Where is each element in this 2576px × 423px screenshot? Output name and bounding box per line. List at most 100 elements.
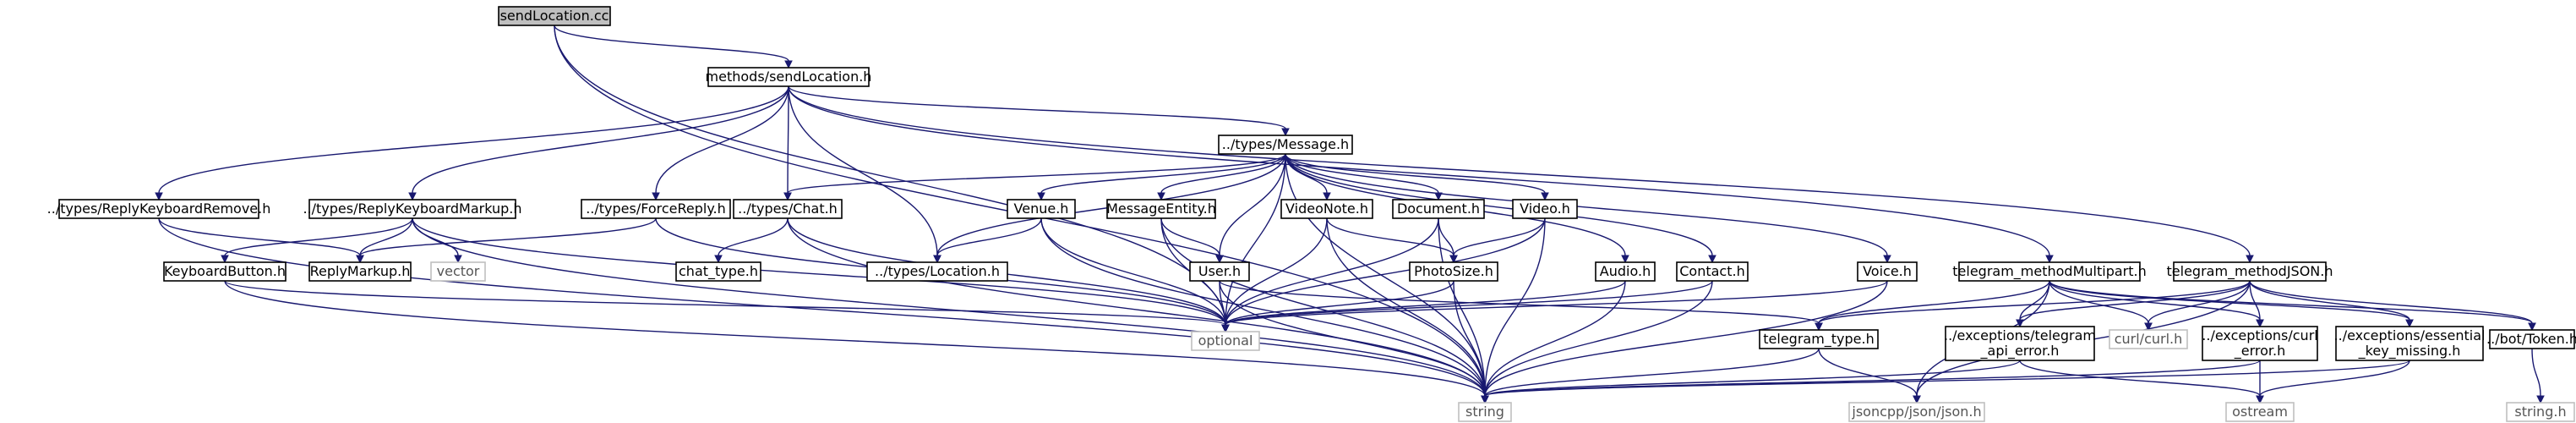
node-string-h[interactable]: string.h: [2506, 402, 2575, 422]
node-types-ForceReply[interactable]: ../types/ForceReply.h: [581, 199, 731, 219]
node-string[interactable]: string: [1458, 402, 1512, 422]
edge-types-Message-to-MessageEntity: [1160, 153, 1286, 194]
edge-arrowhead: [1449, 255, 1458, 264]
edge-arrowhead: [2016, 319, 2024, 328]
node-methods-sendLocation[interactable]: methods/sendLocation.h: [706, 67, 872, 87]
edge-types-ReplyKeyboardMarkup-to-ReplyMarkup: [359, 217, 413, 256]
edge-methods-sendLocation-to-types-ReplyKeyboardMarkup: [412, 85, 789, 194]
node-Venue[interactable]: Venue.h: [1007, 199, 1076, 219]
node-exc-curl-error[interactable]: ../exceptions/curl_error.h: [2202, 326, 2318, 361]
edge-telegram-methodJSON-to-exc-essential-key-missing: [2249, 280, 2410, 321]
node-types-ReplyKeyboardMarkup[interactable]: ../types/ReplyKeyboardMarkup.h: [303, 199, 522, 219]
edge-types-Message-to-Voice: [1285, 153, 1888, 256]
edge-types-ReplyKeyboardRemove-to-string: [158, 217, 1486, 397]
nodes-layer: sendLocation.cc methods/sendLocation.h ../…: [47, 6, 2576, 422]
node-label: User.h: [1198, 263, 1241, 279]
node-box: [1595, 261, 1656, 282]
node-label: _api_error.h: [1980, 343, 2060, 360]
node-box: [2109, 329, 2188, 349]
node-box: [1512, 199, 1578, 219]
edge-telegram-methodJSON-to-exc-telegram-api-error: [2019, 280, 2251, 321]
edge-User-to-telegram-type: [1219, 280, 1820, 324]
node-optional[interactable]: optional: [1191, 331, 1260, 351]
node-telegram-methodJSON[interactable]: telegram_methodJSON.h: [2167, 261, 2333, 282]
node-types-Message[interactable]: ../types/Message.h: [1218, 135, 1353, 155]
node-Contact[interactable]: Contact.h: [1676, 261, 1749, 282]
edge-arrowhead: [2256, 319, 2264, 328]
edge-arrowhead: [1815, 322, 1823, 332]
edge-methods-sendLocation-to-telegram-methodJSON: [788, 85, 2251, 256]
edge-types-Chat-to-chat-type: [718, 217, 789, 256]
edge-telegram-methodMultipart-to-exc-essential-key-missing: [2049, 280, 2410, 321]
node-types-Chat[interactable]: ../types/Chat.h: [733, 199, 843, 219]
edge-root-to-methods-sendLocation: [554, 25, 789, 62]
node-label: telegram_type.h: [1763, 331, 1875, 348]
node-label: _key_missing.h: [2358, 343, 2461, 360]
edge-arrowhead: [356, 255, 364, 264]
node-types-ReplyKeyboardRemove[interactable]: ../types/ReplyKeyboardRemove.h: [47, 199, 271, 219]
node-label: ../exceptions/essential: [2334, 327, 2486, 343]
node-KeyboardButton[interactable]: KeyboardButton.h: [163, 261, 287, 282]
edge-types-Message-to-string: [1285, 153, 1486, 397]
edge-arrowhead: [1221, 324, 1230, 333]
node-exc-essential-key-missing[interactable]: ../exceptions/essential_key_missing.h: [2334, 326, 2486, 361]
node-root[interactable]: sendLocation.cc: [498, 6, 611, 26]
edge-methods-sendLocation-to-types-Chat: [787, 85, 789, 194]
node-exc-telegram-api-error[interactable]: ../exceptions/telegram_api_error.h: [1944, 326, 2096, 361]
edge-types-ReplyKeyboardMarkup-to-KeyboardButton: [224, 217, 413, 256]
node-label: jsoncpp/json/json.h: [1851, 404, 1981, 420]
node-box: [308, 199, 516, 219]
node-VideoNote[interactable]: VideoNote.h: [1280, 199, 1373, 219]
edge-Video-to-string: [1484, 217, 1546, 397]
node-types-Location[interactable]: ../types/Location.h: [866, 261, 1008, 282]
node-label: curl/curl.h: [2115, 331, 2183, 347]
node-box: [1409, 261, 1498, 282]
edge-arrowhead: [1434, 192, 1443, 201]
edge-Voice-to-optional: [1225, 280, 1888, 326]
edge-KeyboardButton-to-string: [224, 280, 1486, 397]
node-telegram-type[interactable]: telegram_type.h: [1759, 329, 1879, 349]
edges-layer: [155, 25, 2545, 404]
edge-telegram-type-to-string: [1484, 348, 1820, 397]
node-box: [2173, 261, 2327, 282]
node-MessageEntity[interactable]: MessageEntity.h: [1106, 199, 1216, 219]
edge-Audio-to-string: [1484, 280, 1626, 397]
edge-types-Message-to-User: [1219, 153, 1286, 256]
node-curl[interactable]: curl/curl.h: [2109, 329, 2188, 349]
edge-types-Message-to-Contact: [1285, 153, 1713, 256]
node-box: [2225, 402, 2295, 422]
edge-arrowhead: [1913, 395, 1921, 404]
edge-Venue-to-optional: [1040, 217, 1226, 326]
node-ostream[interactable]: ostream: [2225, 402, 2295, 422]
node-PhotoSize[interactable]: PhotoSize.h: [1409, 261, 1498, 282]
edge-telegram-methodJSON-to-bot-Token: [2249, 280, 2533, 324]
node-Document[interactable]: Document.h: [1392, 199, 1485, 219]
edge-telegram-methodJSON-to-telegram-type: [1818, 280, 2251, 324]
node-label: ReplyMarkup.h: [310, 263, 411, 279]
node-Audio[interactable]: Audio.h: [1595, 261, 1656, 282]
edge-types-Message-to-optional: [1225, 153, 1286, 326]
edge-arrowhead: [221, 255, 229, 264]
node-User[interactable]: User.h: [1189, 261, 1250, 282]
node-box: [1106, 199, 1216, 219]
node-chat-type[interactable]: chat_type.h: [675, 261, 761, 282]
node-Voice[interactable]: Voice.h: [1857, 261, 1918, 282]
node-box: [675, 261, 761, 282]
node-box: [1280, 199, 1373, 219]
node-jsoncpp[interactable]: jsoncpp/json/json.h: [1848, 402, 1985, 422]
node-ReplyMarkup[interactable]: ReplyMarkup.h: [308, 261, 412, 282]
edge-arrowhead: [408, 192, 417, 201]
node-box: [1945, 326, 2095, 361]
edge-PhotoSize-to-optional: [1225, 280, 1454, 326]
edge-arrowhead: [1037, 192, 1045, 201]
node-label: _error.h: [2234, 343, 2286, 360]
edge-arrowhead: [1323, 192, 1331, 201]
node-Video[interactable]: Video.h: [1512, 199, 1578, 219]
node-vector[interactable]: vector: [430, 261, 486, 282]
edge-exc-essential-key-missing-to-ostream: [2259, 360, 2410, 397]
node-box: [1759, 329, 1879, 349]
node-box: [163, 261, 287, 282]
node-bot-Token[interactable]: ../bot/Token.h: [2486, 329, 2576, 349]
edge-telegram-methodMultipart-to-bot-Token: [2049, 280, 2533, 324]
node-telegram-methodMultipart[interactable]: telegram_methodMultipart.h: [1952, 261, 2147, 282]
